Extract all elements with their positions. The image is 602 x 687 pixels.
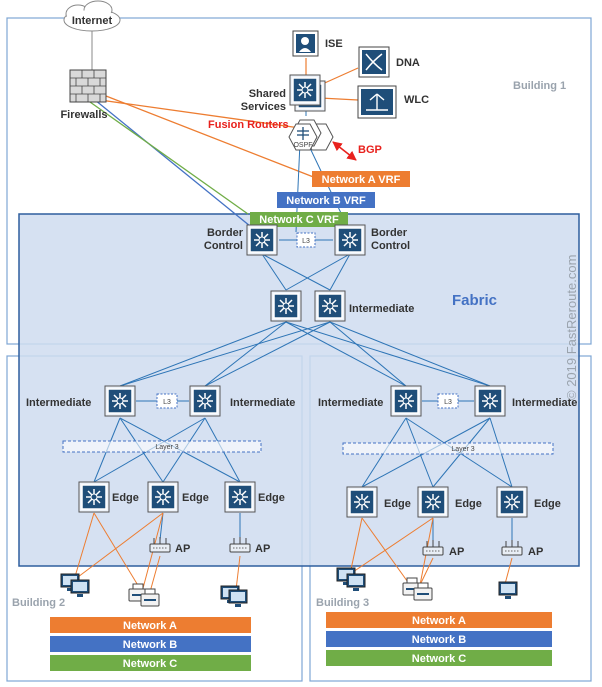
fusion-routers-label: Fusion Routers xyxy=(208,119,289,131)
building-1-label: Building 1 xyxy=(513,80,566,92)
wlc-icon xyxy=(357,85,397,119)
b2-edge-1-icon xyxy=(78,481,110,513)
fabric-intermediate-right-icon xyxy=(314,290,346,322)
l3-border-box xyxy=(296,232,316,248)
services-label: Services xyxy=(241,101,286,113)
building-2-label: Building 2 xyxy=(12,597,65,609)
b2-edge-2-icon xyxy=(147,481,179,513)
internet-label: Internet xyxy=(72,15,113,27)
fabric-intermediate-left-icon xyxy=(270,290,302,322)
b3-network-c-label: Network C xyxy=(412,653,466,665)
b3-network-a-label: Network A xyxy=(412,615,466,627)
wlc-label: WLC xyxy=(404,94,429,106)
dna-label: DNA xyxy=(396,57,420,69)
border-right-line1: Border xyxy=(371,227,408,239)
bgp-label: BGP xyxy=(358,144,382,156)
b2-network-a-label: Network A xyxy=(123,620,177,632)
b3-pc-2-icon xyxy=(346,573,366,592)
b3-network-c-bar xyxy=(326,650,552,666)
link-fw-vrf-a xyxy=(105,95,317,179)
vrf-a-box xyxy=(312,171,410,187)
b3-network-a-bar xyxy=(326,612,552,628)
firewalls-label: Firewalls xyxy=(60,109,107,121)
border-right-line2: Control xyxy=(371,240,410,252)
link-fw-fusion xyxy=(99,99,301,129)
b2-network-a-bar xyxy=(50,617,251,633)
vrf-c-label: Network C VRF xyxy=(259,214,339,226)
b2-pc-2-icon xyxy=(70,579,90,598)
b3-l3-label: L3 xyxy=(444,399,452,406)
b2-edge-2-label: Edge xyxy=(182,492,209,504)
ospf-label: OSPF xyxy=(293,142,312,149)
border-switch-left-icon xyxy=(246,224,278,256)
b3-intermediate-right-label: Intermediate xyxy=(512,397,577,409)
b3-laptop-1-icon xyxy=(498,581,518,600)
vrf-b-label: Network B VRF xyxy=(286,195,366,207)
b2-layer3-bar xyxy=(62,440,262,453)
building-3-label: Building 3 xyxy=(316,597,369,609)
border-left-line1: Border xyxy=(207,227,244,239)
b3-layer3-label: Layer 3 xyxy=(451,446,474,453)
b2-laptop-2-icon xyxy=(228,589,248,608)
b2-l3-label: L3 xyxy=(163,399,171,406)
b2-l3-box xyxy=(156,393,178,409)
link-wlc xyxy=(319,97,359,101)
fabric-intermediate-label: Intermediate xyxy=(349,303,414,315)
b2-network-c-bar xyxy=(50,655,251,671)
b2-network-c-label: Network C xyxy=(123,658,177,670)
l3-border-label: L3 xyxy=(302,238,310,245)
b2-network-b-label: Network B xyxy=(123,639,177,651)
b3-edge-3-icon xyxy=(496,486,528,518)
b2-intermediate-left-icon xyxy=(104,385,136,417)
internet-cloud-icon xyxy=(63,0,121,32)
shared-label: Shared xyxy=(249,88,286,100)
b3-intermediate-left-icon xyxy=(390,385,422,417)
border-switch-right-icon xyxy=(334,224,366,256)
link-fw-vrf-b xyxy=(94,99,251,227)
shared-services-switch-icon xyxy=(289,74,321,106)
b2-edge-1-label: Edge xyxy=(112,492,139,504)
b2-edge-3-label: Edge xyxy=(258,492,285,504)
b3-network-b-bar xyxy=(326,631,552,647)
b3-edge-3-label: Edge xyxy=(534,498,561,510)
vrf-a-label: Network A VRF xyxy=(322,174,401,186)
b2-intermediate-right-icon xyxy=(189,385,221,417)
b3-edge-1-label: Edge xyxy=(384,498,411,510)
b3-edge-2-icon xyxy=(417,486,449,518)
b2-ap-2-label: AP xyxy=(255,543,270,555)
b3-intermediate-left-label: Intermediate xyxy=(318,397,383,409)
link-fw-vrf-c xyxy=(89,101,249,215)
b2-intermediate-left-label: Intermediate xyxy=(26,397,91,409)
border-left-line2: Control xyxy=(204,240,243,252)
b2-edge-3-icon xyxy=(224,481,256,513)
b3-ap-1-label: AP xyxy=(449,546,464,558)
vrf-c-box xyxy=(250,212,348,227)
dna-icon xyxy=(358,46,390,78)
firewall-icon xyxy=(69,69,107,103)
b2-layer3-label: Layer 3 xyxy=(155,444,178,451)
watermark: © 2019 FastReroute.com xyxy=(564,255,579,400)
vrf-b-box xyxy=(277,192,375,208)
bgp-arrow xyxy=(332,141,357,161)
b3-edge-2-label: Edge xyxy=(455,498,482,510)
edge-device-links xyxy=(73,512,513,593)
b2-ap-1-label: AP xyxy=(175,543,190,555)
ise-icon xyxy=(292,30,319,57)
b3-edge-1-icon xyxy=(346,486,378,518)
b3-ap-2-label: AP xyxy=(528,546,543,558)
b3-l3-box xyxy=(437,393,459,409)
b2-network-b-bar xyxy=(50,636,251,652)
fusion-router-icon xyxy=(288,119,334,151)
fabric-label: Fabric xyxy=(452,292,497,309)
b2-intermediate-right-label: Intermediate xyxy=(230,397,295,409)
b3-network-b-label: Network B xyxy=(412,634,466,646)
ise-label: ISE xyxy=(325,38,343,50)
b3-intermediate-right-icon xyxy=(474,385,506,417)
b3-layer3-bar xyxy=(342,442,554,455)
